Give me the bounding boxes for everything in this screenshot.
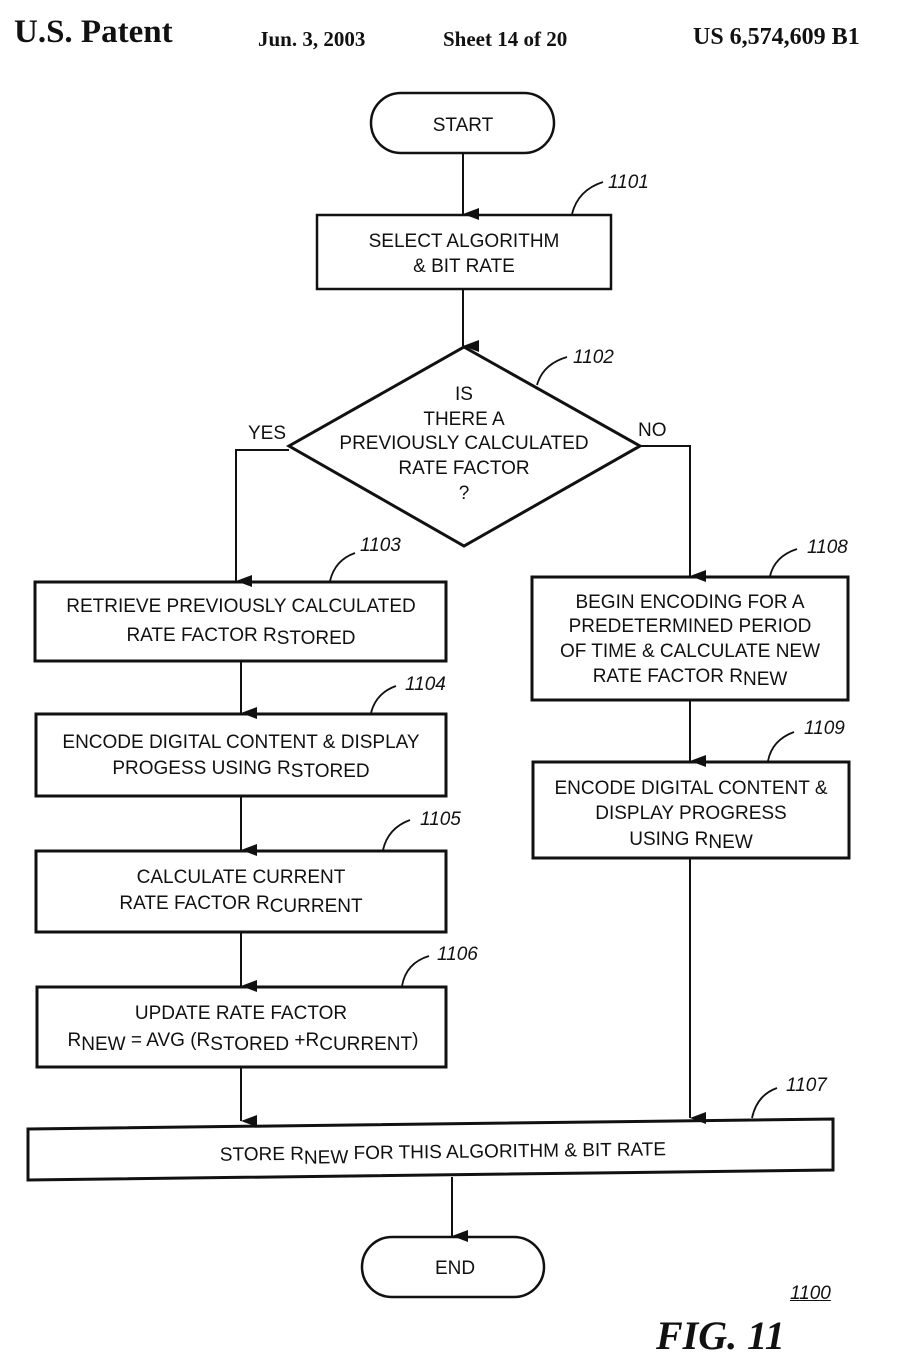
step-1109-line-1: ENCODE DIGITAL CONTENT & [554,778,827,799]
leader-1104 [370,685,397,714]
step-1108-line-4-main: RATE FACTOR R [593,666,743,687]
step-1109-line-3-sub: NEW [708,832,752,853]
step-1104-line-2-main: PROGESS USING R [112,758,290,779]
no-label: NO [638,420,667,441]
step-1105-line-2: RATE FACTOR RCURRENT [119,893,363,917]
formula-close: ) [412,1030,418,1051]
leader-1103 [329,552,356,582]
step-1109-line-3-main: USING R [629,829,708,850]
sheet-number: Sheet 14 of 20 [443,27,568,51]
step-1103-line-2-sub: STORED [277,628,356,649]
step-1107-post: FOR THIS ALGORITHM & BIT RATE [348,1139,666,1164]
step-1101-box [315,213,613,291]
ref-1108: 1108 [807,537,848,558]
formula-sub-current: CURRENT [319,1034,412,1055]
formula-r: R [68,1030,82,1051]
formula-plus: +R [289,1030,319,1051]
decision-1102-line-4: RATE FACTOR [398,458,529,479]
leader-1101 [571,181,604,215]
step-1108-line-4: RATE FACTOR RNEW [593,666,788,690]
patent-date: Jun. 3, 2003 [258,27,366,51]
figure-reference-number: 1100 [790,1283,831,1304]
step-1103-line-1: RETRIEVE PREVIOUSLY CALCULATED [66,596,416,617]
leader-1108 [769,548,798,577]
patent-number: US 6,574,609 B1 [693,24,860,50]
formula-sub-new: NEW [81,1034,125,1055]
figure-label: FIG. 11 [656,1313,785,1358]
ref-1102: 1102 [573,347,614,368]
step-1108-line-1: BEGIN ENCODING FOR A [575,592,804,613]
arrow-yes-to-1103 [235,449,289,587]
step-1108-line-4-sub: NEW [743,669,787,690]
step-1107-pre: STORE R [220,1144,304,1166]
step-1105-line-2-sub: CURRENT [270,896,363,917]
step-1105-box [34,849,448,934]
step-1103-box [33,580,448,663]
step-1107-sub: NEW [304,1147,349,1169]
step-1101-line-2: & BIT RATE [413,256,515,277]
ref-1109: 1109 [804,718,845,739]
step-1105-line-1: CALCULATE CURRENT [137,867,346,888]
leader-1102 [536,356,568,386]
leader-1109 [767,731,795,762]
step-1101-line-1: SELECT ALGORITHM [369,231,560,252]
step-1107-label: STORE RNEW FOR THIS ALGORITHM & BIT RATE [220,1139,666,1169]
step-1105-line-2-main: RATE FACTOR R [119,893,269,914]
decision-1102-line-3: PREVIOUSLY CALCULATED [339,433,588,454]
step-1106-line-1: UPDATE RATE FACTOR [135,1003,347,1024]
step-1103-line-2-main: RATE FACTOR R [126,625,276,646]
step-1103-line-2: RATE FACTOR RSTORED [126,625,355,649]
ref-1101: 1101 [608,172,649,193]
leader-1107 [751,1087,778,1119]
ref-1107: 1107 [786,1075,828,1096]
step-1104-line-2: PROGESS USING RSTORED [112,758,369,782]
step-1104-line-2-sub: STORED [291,761,370,782]
step-1106-formula: RNEW = AVG (RSTORED +RCURRENT) [68,1030,419,1055]
arrow-no-to-1108 [640,445,706,582]
start-label: START [433,115,494,136]
ref-1105: 1105 [420,809,461,830]
step-1108-line-2: PREDETERMINED PERIOD [569,616,812,637]
ref-1106: 1106 [437,944,478,965]
step-1104-box [34,712,448,798]
step-1109-line-3: USING RNEW [629,829,753,853]
decision-1102-line-1: IS [455,384,473,405]
ref-1103: 1103 [360,535,401,556]
formula-sub-stored: STORED [210,1034,289,1055]
decision-1102-diamond [285,345,644,548]
step-1107-box [26,1117,835,1182]
step-1104-line-1: ENCODE DIGITAL CONTENT & DISPLAY [62,732,420,753]
patent-header-title: U.S. Patent [14,14,173,50]
end-label: END [435,1258,475,1279]
leader-1105 [382,819,411,851]
decision-1102-line-2: THERE A [423,409,505,430]
ref-1104: 1104 [405,674,446,695]
formula-avg: = AVG (R [126,1030,211,1051]
step-1109-line-2: DISPLAY PROGRESS [595,803,786,824]
leader-1106 [401,955,430,987]
step-1108-line-3: OF TIME & CALCULATE NEW [560,641,820,662]
yes-label: YES [248,423,286,444]
decision-1102-line-5: ? [459,483,470,504]
step-1106-box [35,985,448,1069]
